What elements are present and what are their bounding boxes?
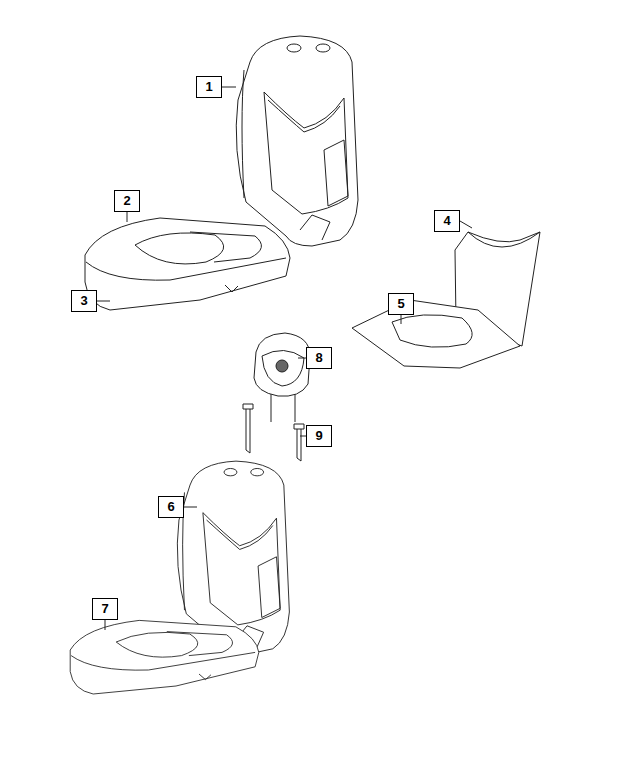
callout-number: 7: [100, 601, 110, 617]
callout-box: 3: [71, 290, 97, 312]
callout-box: 4: [434, 210, 460, 232]
callout-number: 6: [166, 499, 176, 515]
callout-box: 6: [158, 496, 184, 518]
callout-number: 8: [314, 350, 324, 366]
callout-box: 2: [114, 190, 140, 212]
callout-box: 1: [196, 76, 222, 98]
callout-box: 8: [306, 347, 332, 369]
callout-box: 9: [306, 425, 332, 447]
callout-number: 9: [314, 428, 324, 444]
callout-number: 2: [122, 193, 132, 209]
callout-box: 5: [388, 293, 414, 315]
callout-number: 3: [79, 293, 89, 309]
callout-box: 7: [92, 598, 118, 620]
callout-number: 1: [204, 79, 214, 95]
callout-number: 5: [396, 296, 406, 312]
callout-number: 4: [442, 213, 452, 229]
